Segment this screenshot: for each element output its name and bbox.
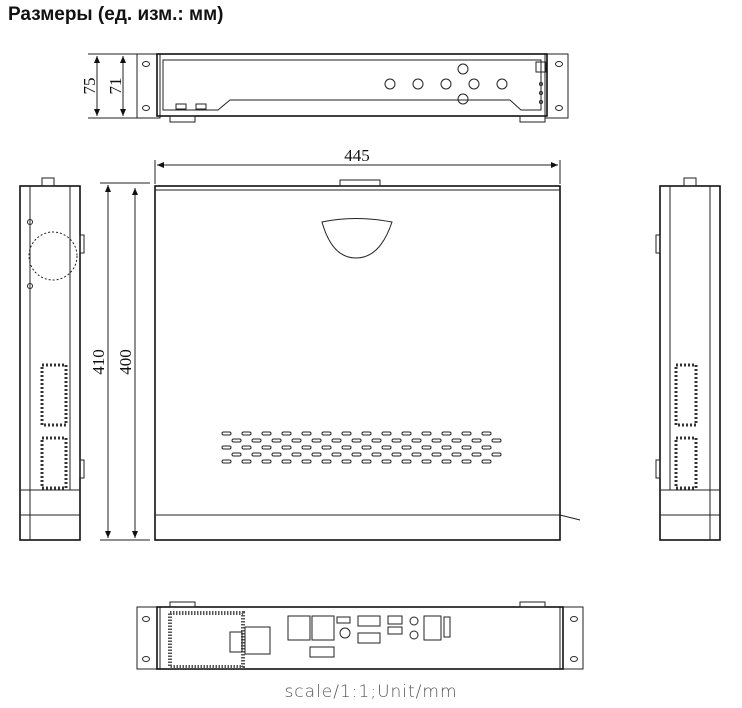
vent-slot: [221, 459, 232, 464]
vent-slot: [361, 445, 372, 450]
vent-slot: [351, 452, 362, 457]
vent-slot: [321, 431, 332, 436]
vent-slot: [261, 431, 272, 436]
vent-slot: [261, 445, 272, 450]
vent-slot: [331, 452, 342, 457]
vent-slot: [421, 445, 432, 450]
vent-slot: [261, 459, 272, 464]
page-title: Размеры (ед. изм.: мм): [8, 4, 224, 25]
vent-slot: [461, 445, 472, 450]
vent-slot: [461, 431, 472, 436]
vent-slot: [341, 431, 352, 436]
vent-slot: [361, 459, 372, 464]
vent-slot: [421, 431, 432, 436]
right-side-view: [655, 177, 721, 541]
vent-slot: [371, 452, 382, 457]
dimension-depth-body: 400: [116, 349, 135, 375]
vent-slot: [281, 459, 292, 464]
vent-slot: [221, 431, 232, 436]
vent-slot: [431, 438, 442, 443]
vent-slot: [241, 445, 252, 450]
vent-slot: [331, 438, 342, 443]
vent-slot: [491, 452, 502, 457]
dimension-width: 445: [344, 146, 370, 165]
front-view: 75 71: [80, 53, 569, 123]
vent-slot: [421, 459, 432, 464]
vent-slot: [251, 438, 262, 443]
dimension-height-total: 75: [80, 78, 99, 95]
vent-slot: [321, 445, 332, 450]
vent-slot: [481, 445, 492, 450]
vent-slot: [401, 431, 412, 436]
vent-slot: [281, 431, 292, 436]
vent-slot: [441, 459, 452, 464]
vent-slot: [241, 459, 252, 464]
vent-slot: [411, 452, 422, 457]
vent-slot: [401, 459, 412, 464]
vent-slot: [391, 438, 402, 443]
vent-slot: [301, 431, 312, 436]
vent-slot: [231, 438, 242, 443]
vent-slot: [291, 438, 302, 443]
vent-slot: [271, 438, 282, 443]
vent-slot: [351, 438, 362, 443]
vent-slot: [281, 445, 292, 450]
vent-slot: [471, 438, 482, 443]
vent-slot: [241, 431, 252, 436]
vent-slot: [381, 431, 392, 436]
rear-view: [136, 601, 584, 670]
vent-slot: [441, 445, 452, 450]
vent-slot: [461, 459, 472, 464]
vent-slot: [381, 459, 392, 464]
vent-slot: [341, 459, 352, 464]
vent-slot: [451, 452, 462, 457]
vent-slot: [481, 431, 492, 436]
dimension-height-body: 71: [106, 78, 125, 95]
vent-slot: [231, 452, 242, 457]
vent-slot: [271, 452, 282, 457]
vent-slot: [251, 452, 262, 457]
vent-slot: [371, 438, 382, 443]
vent-slot: [471, 452, 482, 457]
vent-slot: [391, 452, 402, 457]
front-buttons: [384, 63, 508, 105]
vent-slot: [291, 452, 302, 457]
vent-slot: [401, 445, 412, 450]
vent-slot: [441, 431, 452, 436]
vent-slot: [481, 459, 492, 464]
vent-slot: [311, 438, 322, 443]
vent-slot: [381, 445, 392, 450]
vent-grid: [221, 431, 502, 464]
dimension-depth-total: 410: [89, 349, 108, 375]
vent-slot: [311, 452, 322, 457]
vent-slot: [321, 459, 332, 464]
vent-slot: [361, 431, 372, 436]
vent-slot: [301, 459, 312, 464]
vent-slot: [411, 438, 422, 443]
vent-slot: [451, 438, 462, 443]
vent-slot: [491, 438, 502, 443]
vent-slot: [431, 452, 442, 457]
scale-label: scale/1:1;Unit/mm: [284, 682, 458, 702]
top-view: 445 410 400: [89, 146, 581, 541]
vent-slot: [301, 445, 312, 450]
left-side-view: [19, 177, 85, 541]
vent-slot: [341, 445, 352, 450]
vent-slot: [221, 445, 232, 450]
